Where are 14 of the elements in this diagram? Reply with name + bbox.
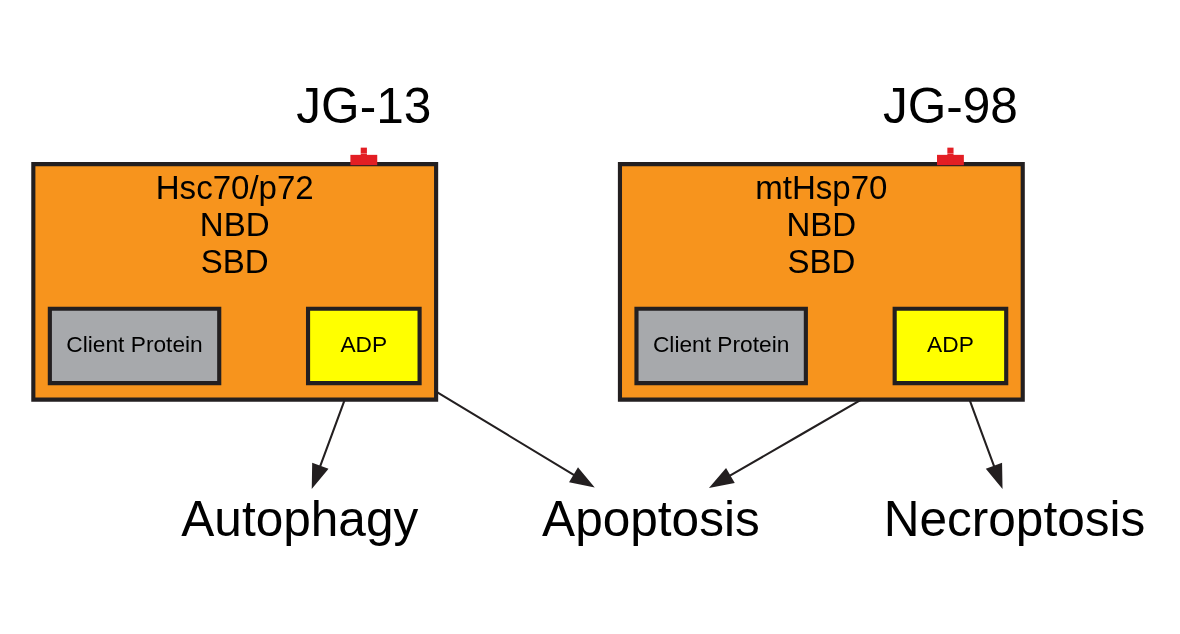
- arrow: [435, 390, 595, 488]
- arrow: [708, 398, 862, 488]
- arrow: [311, 399, 346, 490]
- node-box: ADP: [306, 306, 422, 386]
- node-text: JG-98: [882, 78, 1018, 135]
- connector: [350, 147, 378, 166]
- node-box: Client Protein: [634, 306, 808, 386]
- node-box: ADP: [892, 306, 1009, 386]
- arrow: [968, 399, 1003, 490]
- node-text: Autophagy: [181, 491, 419, 548]
- node-text: Apoptosis: [542, 491, 760, 548]
- node-box: Client Protein: [47, 306, 222, 386]
- node-text: Necroptosis: [883, 491, 1146, 548]
- node-text: JG-13: [296, 78, 432, 135]
